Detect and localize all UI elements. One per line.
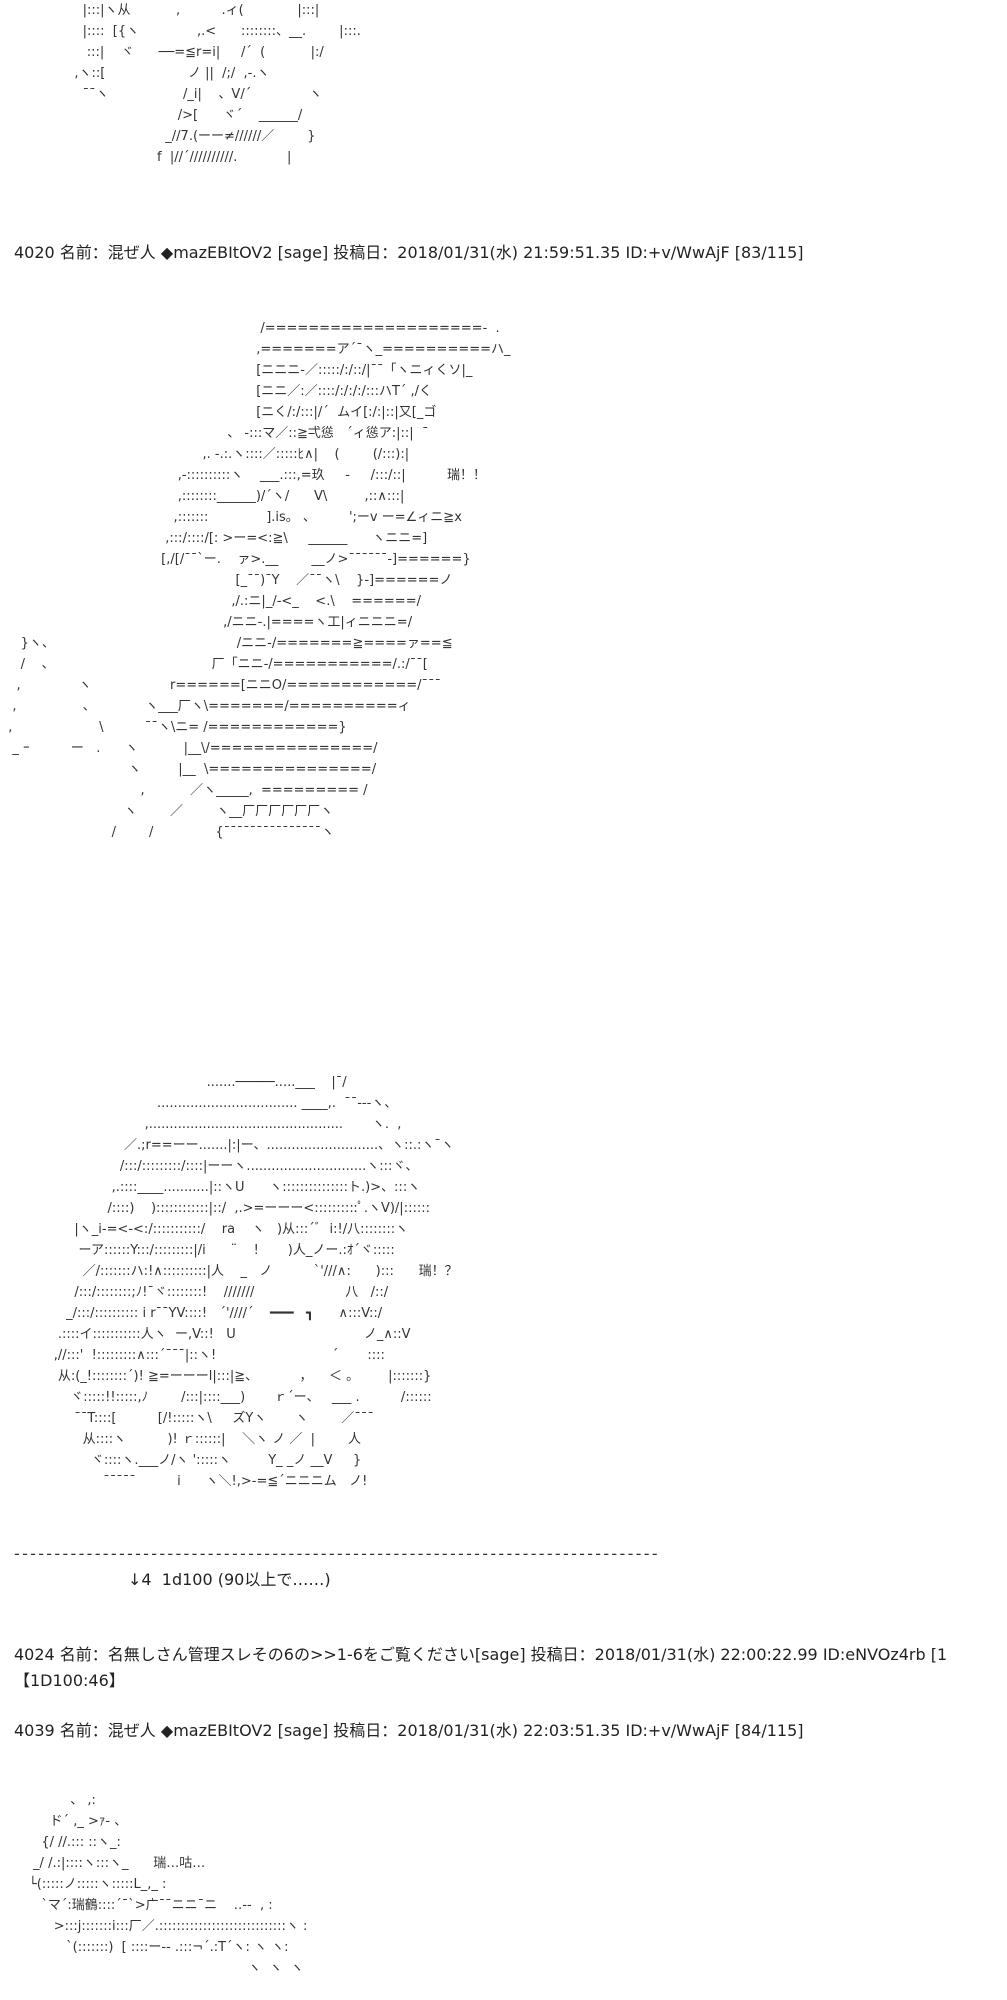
ascii-art-line: |:::|ヽ从 , .ィ( |:::| [0, 3, 320, 18]
ascii-art-line: / 、 厂「ニニ-/===========/.:/¯¯[ [0, 657, 428, 672]
ascii-art-line: [ニニ／:／::::/:/:/:/:::ハT´ ,/く [0, 384, 433, 399]
post-header-4024: 4024 名前：名無しさん管理スレその6の>>1-6をご覧ください[sage] … [14, 1645, 948, 1664]
ascii-art-line: |ヽ_i-=<-<:/:::::::::::/ ra ヽ )从:::´ﾞ i:!… [0, 1222, 409, 1237]
ascii-art-line: /====================- . [0, 321, 500, 336]
ascii-art-line: ーア::::::Y:::/:::::::::|/i ¨ ! )人_ノー.:ｵ´ヾ… [0, 1243, 395, 1258]
ascii-art-line: ,=======ア´¯ヽ_==========ハ_ [0, 342, 511, 357]
ascii-art-line: ド´ ,_ >ｧ- 、 [0, 1814, 128, 1829]
ascii-art-line: |:::: [{ヽ ,.< ::::::::、__. |:::. [0, 24, 361, 39]
ascii-art-line: ¯¯¯¯¯ i ヽ＼!,>-=≦´ニニニム ノ! [0, 1474, 368, 1489]
ascii-art-line: [,/[/¯¯`ー. ァ>.__ __ノ>¯¯¯¯¯¯-]======} [0, 552, 471, 567]
ascii-art-line: ヾ:::::!!:::::,ﾉ /:::|::::___) ｒ´ー、 ___ .… [0, 1390, 432, 1405]
ascii-art-line: `(:::::::) [ ::::ー‐‐ .:::¬´.:T´ヽ: ヽ ヽ: [0, 1940, 289, 1955]
ascii-art-line: ,::::::::______)/´ヽ/ V\ ,::∧:::| [0, 489, 405, 504]
ascii-art-line: /:::/::::::::;ﾉ!¯ヾ::::::::! /////// 八 /:… [0, 1285, 389, 1300]
ascii-art-line: ヾ::::ヽ.___ノ/ヽ ':::::ヽ Y_ _ノ __V } [0, 1453, 362, 1468]
ascii-art-line: ヽ |__ \===============/ [0, 762, 377, 777]
ascii-art-line: ヽ ／ ヽ__厂厂厂厂厂厂ヽ [0, 804, 334, 819]
ascii-art-line: ／/:::::::ハ:!∧::::::::::|人 _ ノ `'///∧: ):… [0, 1264, 458, 1279]
ascii-art-line: /:::/:::::::::/::::|ーーヽ.................… [0, 1159, 419, 1174]
ascii-art-line: ,//:::' !:::::::::∧:::´¯¯¯|::ヽ! ´ :::: [0, 1348, 385, 1363]
ascii-art-line: }ヽ、 /ニニ-/=======≧====ァ==≦ [0, 636, 453, 651]
ascii-art-line: :::| ヾ ──=≦r=i| /´ ( |:/ [0, 45, 324, 60]
ascii-art-line: _/:::/:::::::::: i r¯¯YV::::! ´'////´ ━━… [0, 1306, 383, 1321]
ascii-art-line: , 、 ヽ___厂ヽ\=======/==========ィ [0, 699, 411, 714]
ascii-art-line: _ ｰ ー . ヽ |__\/===============/ [0, 741, 378, 756]
ascii-art-line: .::::イ:::::::::::人ヽ ー,V::! U ノ_∧::V [0, 1327, 411, 1342]
ascii-art-line: ,. -.:.ヽ::::／:::::ﾋ∧| ( (/:::):| [0, 447, 410, 462]
ascii-art-line: , \ ¯¯ヽ\ニ= /============} [0, 720, 347, 735]
ascii-art-line: ,-::::::::::ヽ ___.:::,=玖 - /:::/::| 瑞！！ [0, 468, 487, 483]
post-header-4020: 4020 名前：混ぜ人 ◆mazEBItOV2 [sage] 投稿日：2018/… [14, 243, 804, 262]
ascii-art-line: 从:(_!::::::::´)! ≧=ーーーl|:::|≧、 ， ＜ 。 |::… [0, 1369, 432, 1384]
ascii-art-line: , ／ヽ_____, ========= / [0, 783, 368, 798]
ascii-art-line: .................................. ____,… [0, 1096, 398, 1111]
ascii-art-zuikaku-shout: /====================- . ,=======ア´¯ヽ_==… [0, 318, 511, 843]
ascii-art-line: ,.::::____...........|::ヽU ヽ::::::::::::… [0, 1180, 421, 1195]
ascii-art-zuikaku-question: .......─────.....___ |¯/ ...............… [0, 1072, 458, 1492]
ascii-art-line: ¯¯T::::[ [/!:::::ヽ\ ズYヽ ヽ ／¯¯¯ [0, 1411, 374, 1426]
ascii-art-line: ,::::::: ].is。 、 ';ーv ー=∠ィニ≧x [0, 510, 462, 525]
ascii-art-line: ¯¯ヽ /_i| 、V/´ ヽ [0, 87, 323, 102]
ascii-art-line: />[ ヾ´ ______/ [0, 108, 303, 123]
ascii-art-line: [_¯¯)¯Y ／¯¯ヽ\ }-]======ノ [0, 573, 453, 588]
ascii-art-top: |:::|ヽ从 , .ィ( |:::| |:::: [{ヽ ,.< ::::::… [0, 0, 361, 168]
separator-dashes: ----------------------------------------… [14, 1544, 660, 1563]
ascii-art-line: ,.......................................… [0, 1117, 402, 1132]
ascii-art-zuikaku-bottom: 、 ,: ド´ ,_ >ｧ- 、 {/ //.::: ::ヽ_: _/ /.:|… [0, 1790, 308, 1979]
ascii-art-line: ,/ニニ-.|====ヽ工|ィニニニ=/ [0, 615, 413, 630]
ascii-art-line: {/ //.::: ::ヽ_: [0, 1835, 121, 1850]
ascii-art-line: 、 ,: [0, 1793, 96, 1808]
ascii-art-line: _/ /.:|::::ヽ:::ヽ_ 瑞…咕… [0, 1856, 206, 1871]
ascii-art-line: /::::) )::::::::::::|::/ ,.>=ーーー<:::::::… [0, 1201, 430, 1216]
ascii-art-line: 、 -:::マ／::≧弌慫 ´ィ慫ア:|::| ¯ [0, 426, 429, 441]
ascii-art-line: [ニニニ-／:::::/:/::/|¯¯「ヽニィくソ|_ [0, 363, 473, 378]
ascii-art-line: f |//´//////////. | [0, 150, 292, 165]
ascii-art-line: / / {¯¯¯¯¯¯¯¯¯¯¯¯¯¯¯ヽ [0, 825, 335, 840]
dice-roll-instruction: ↓4 1d100 (90以上で……) [128, 1570, 331, 1589]
ascii-art-line: _//7.(ーー≠//////／ } [0, 129, 316, 144]
dice-result: 【1D100:46】 [14, 1671, 125, 1690]
ascii-art-line: └(:::::ノ:::::ヽ:::::L_,_ : [0, 1877, 167, 1892]
ascii-art-line: ヽ ヽ ヽ [0, 1961, 304, 1976]
ascii-art-line: >:::j:::::::i:::厂／.:::::::::::::::::::::… [0, 1919, 308, 1934]
ascii-art-line: `マ´:瑞鶴::::´¯`>广¯¯ニニ¯ニ ‥-‐ , : [0, 1898, 273, 1913]
post-header-4039: 4039 名前：混ぜ人 ◆mazEBItOV2 [sage] 投稿日：2018/… [14, 1721, 804, 1740]
ascii-art-line: [ニく/:/:::|/´ ムイ[:/:|::|又[_ゴ [0, 405, 437, 420]
ascii-art-line: , ヽ r======[ニニO/============/¯¯¯ [0, 678, 442, 693]
ascii-art-line: ,:::/::::/[: >ー=<:≧\ ______ ヽニニ=] [0, 531, 428, 546]
ascii-art-line: 从::::ヽ )! ｒ::::::| ＼ヽ ノ ／ | 人 [0, 1432, 362, 1447]
ascii-art-line: ／.;r==ーー.......|:|ー、....................… [0, 1138, 454, 1153]
ascii-art-line: ,ヽ::[ ノ || /;/ ,-.ヽ [0, 66, 270, 81]
ascii-art-line: .......─────.....___ |¯/ [0, 1075, 347, 1090]
ascii-art-line: ,/.:ニ|_/-<_ <.\ ======/ [0, 594, 421, 609]
